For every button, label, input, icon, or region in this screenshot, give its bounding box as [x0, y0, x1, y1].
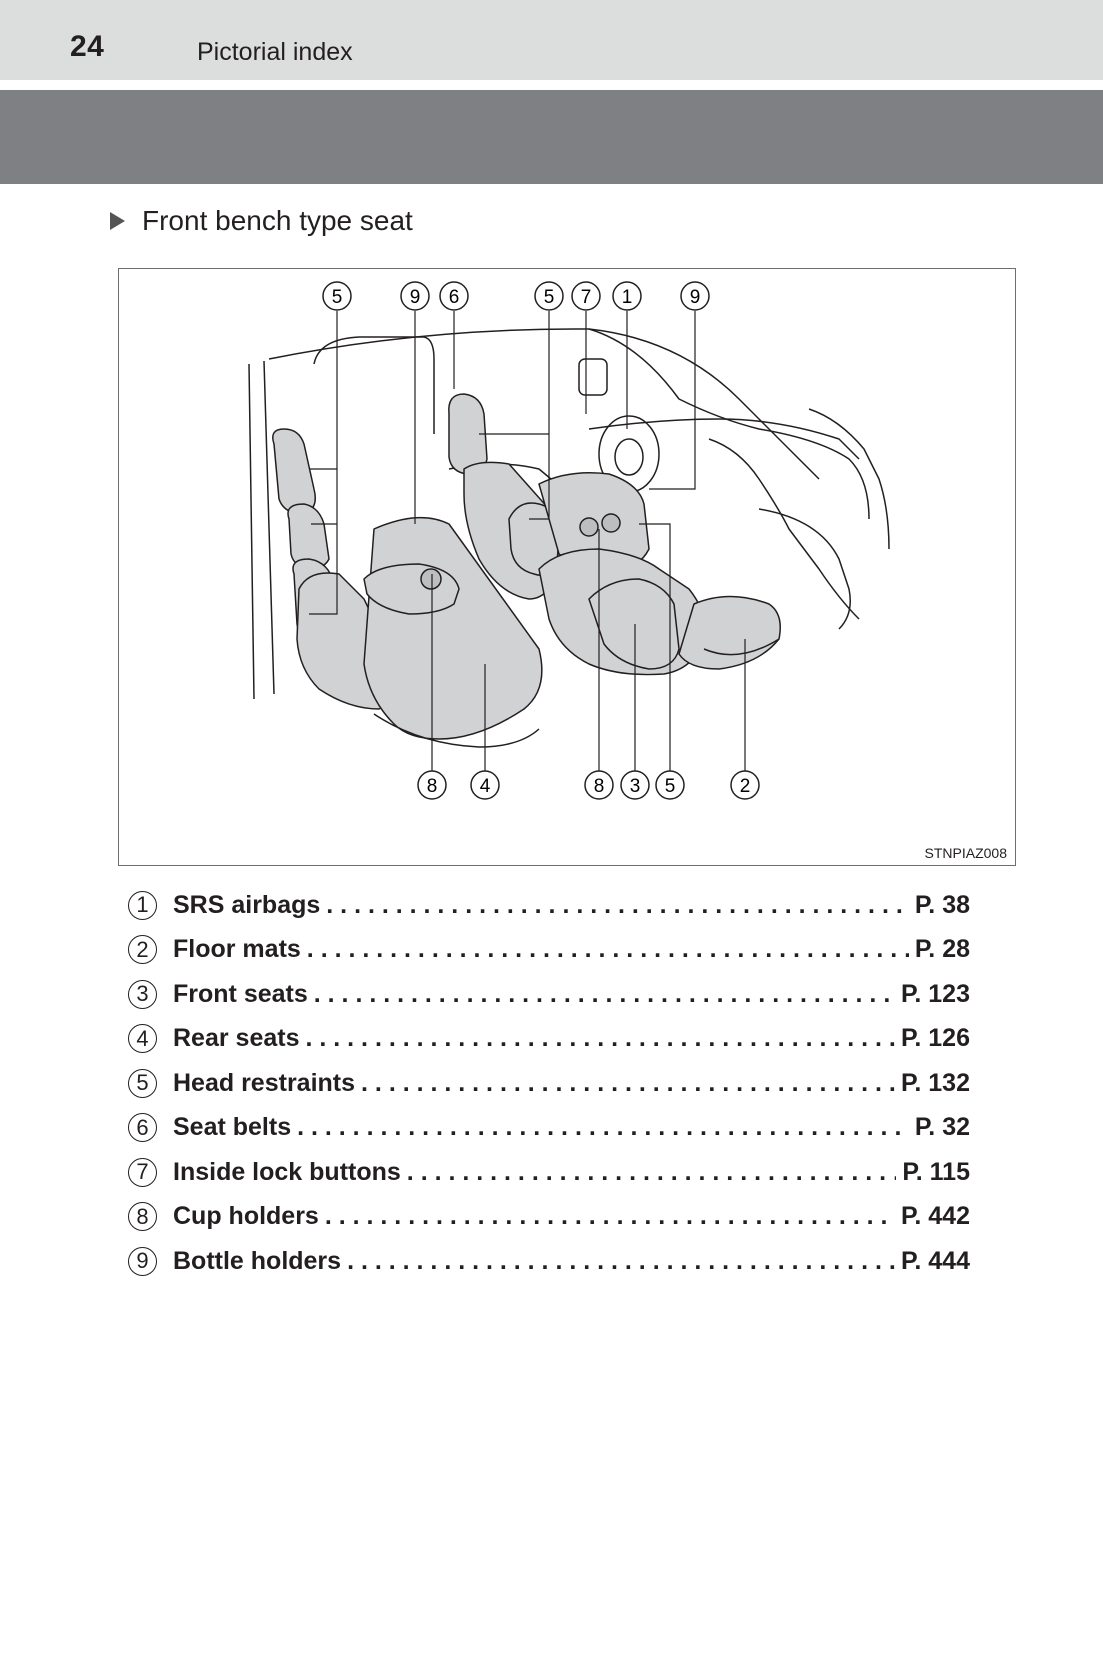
- page-number: 24: [70, 30, 105, 63]
- index-row-seat-belts[interactable]: 6 Seat belts P. 32: [128, 1106, 970, 1151]
- item-number: 3: [128, 979, 157, 1009]
- dot-leader: [407, 1158, 897, 1187]
- index-row-head-restraints[interactable]: 5 Head restraints P. 132: [128, 1061, 970, 1106]
- item-number: 9: [128, 1246, 157, 1276]
- callout-1: 1: [612, 281, 642, 311]
- index-row-bottle-holders[interactable]: 9 Bottle holders P. 444: [128, 1239, 970, 1284]
- callout-2: 2: [730, 770, 760, 800]
- svg-text:9: 9: [410, 287, 421, 308]
- index-row-cup-holders[interactable]: 8 Cup holders P. 442: [128, 1195, 970, 1240]
- item-label: SRS airbags: [173, 890, 321, 919]
- svg-text:8: 8: [594, 776, 605, 797]
- item-number: 7: [128, 1157, 157, 1187]
- dot-leader: [325, 1202, 895, 1231]
- leader-lines: [309, 311, 746, 771]
- header-divider: [0, 80, 1103, 90]
- svg-text:2: 2: [740, 776, 751, 797]
- callout-5: 5: [655, 770, 685, 800]
- page-link[interactable]: P. 115: [902, 1157, 970, 1186]
- item-label: Rear seats: [173, 1024, 300, 1053]
- page-link[interactable]: P. 123: [900, 979, 970, 1008]
- item-label: Cup holders: [173, 1202, 319, 1231]
- callout-4: 4: [470, 770, 500, 800]
- item-label: Inside lock buttons: [173, 1157, 401, 1186]
- callout-3: 3: [620, 770, 650, 800]
- item-number: 8: [128, 1202, 157, 1232]
- figure-code: STNPIAZ008: [924, 845, 1007, 861]
- svg-text:5: 5: [332, 287, 343, 308]
- index-row-rear-seats[interactable]: 4 Rear seats P. 126: [128, 1017, 970, 1062]
- index-row-inside-lock-buttons[interactable]: 7 Inside lock buttons P. 115: [128, 1150, 970, 1195]
- dot-leader: [305, 1024, 894, 1053]
- item-number: 1: [128, 890, 157, 920]
- index-row-srs-airbags[interactable]: 1 SRS airbags P. 38: [128, 883, 970, 928]
- callout-8: 8: [417, 770, 447, 800]
- svg-text:1: 1: [622, 287, 633, 308]
- triangle-bullet-icon: [110, 212, 125, 230]
- dot-leader: [326, 891, 909, 920]
- item-label: Floor mats: [173, 935, 301, 964]
- header-band: [0, 0, 1103, 80]
- item-number: 6: [128, 1113, 157, 1143]
- section-title: Pictorial index: [197, 38, 353, 66]
- subsection-heading: Front bench type seat: [110, 205, 413, 237]
- dot-leader: [347, 1247, 895, 1276]
- svg-text:9: 9: [690, 287, 701, 308]
- header-dark-band: [0, 90, 1103, 184]
- callouts-top: 5 9 6 5 7 1 9: [322, 281, 710, 311]
- callout-9: 9: [400, 281, 430, 311]
- item-number: 5: [128, 1068, 157, 1098]
- item-label: Head restraints: [173, 1068, 356, 1097]
- dot-leader: [307, 935, 909, 964]
- page-link[interactable]: P. 28: [914, 935, 970, 964]
- page-link[interactable]: P. 444: [900, 1246, 970, 1275]
- svg-text:3: 3: [630, 776, 641, 797]
- cabin-outline: [248, 328, 890, 748]
- interior-illustration: 5 9 6 5 7 1 9 8 4 8 3 5 2 STNPIAZ008: [118, 268, 1016, 866]
- page-link[interactable]: P. 32: [914, 1113, 970, 1142]
- svg-text:5: 5: [665, 776, 676, 797]
- callout-6: 6: [439, 281, 469, 311]
- page-link[interactable]: P. 38: [914, 890, 970, 919]
- svg-text:5: 5: [544, 287, 555, 308]
- page-link[interactable]: P. 126: [900, 1024, 970, 1053]
- dot-leader: [297, 1113, 909, 1142]
- callout-5: 5: [534, 281, 564, 311]
- callout-7: 7: [571, 281, 601, 311]
- item-number: 4: [128, 1024, 157, 1054]
- item-label: Bottle holders: [173, 1246, 342, 1275]
- svg-text:7: 7: [581, 287, 592, 308]
- svg-text:8: 8: [427, 776, 438, 797]
- index-row-front-seats[interactable]: 3 Front seats P. 123: [128, 972, 970, 1017]
- dot-leader: [361, 1069, 895, 1098]
- item-label: Front seats: [173, 979, 308, 1008]
- dot-leader: [314, 980, 895, 1009]
- page-link[interactable]: P. 132: [900, 1068, 970, 1097]
- item-number: 2: [128, 935, 157, 965]
- svg-text:6: 6: [449, 287, 460, 308]
- item-label: Seat belts: [173, 1113, 292, 1142]
- callouts-bottom: 8 4 8 3 5 2: [417, 770, 760, 800]
- index-list: 1 SRS airbags P. 38 2 Floor mats P. 28 3…: [128, 883, 970, 1284]
- page-link[interactable]: P. 442: [900, 1202, 970, 1231]
- callout-5: 5: [322, 281, 352, 311]
- svg-text:4: 4: [480, 776, 491, 797]
- callout-8: 8: [584, 770, 614, 800]
- subsection-title: Front bench type seat: [142, 205, 413, 236]
- callout-9: 9: [680, 281, 710, 311]
- index-row-floor-mats[interactable]: 2 Floor mats P. 28: [128, 928, 970, 973]
- cabin-drawing: 5 9 6 5 7 1 9 8 4 8 3 5 2: [248, 281, 890, 800]
